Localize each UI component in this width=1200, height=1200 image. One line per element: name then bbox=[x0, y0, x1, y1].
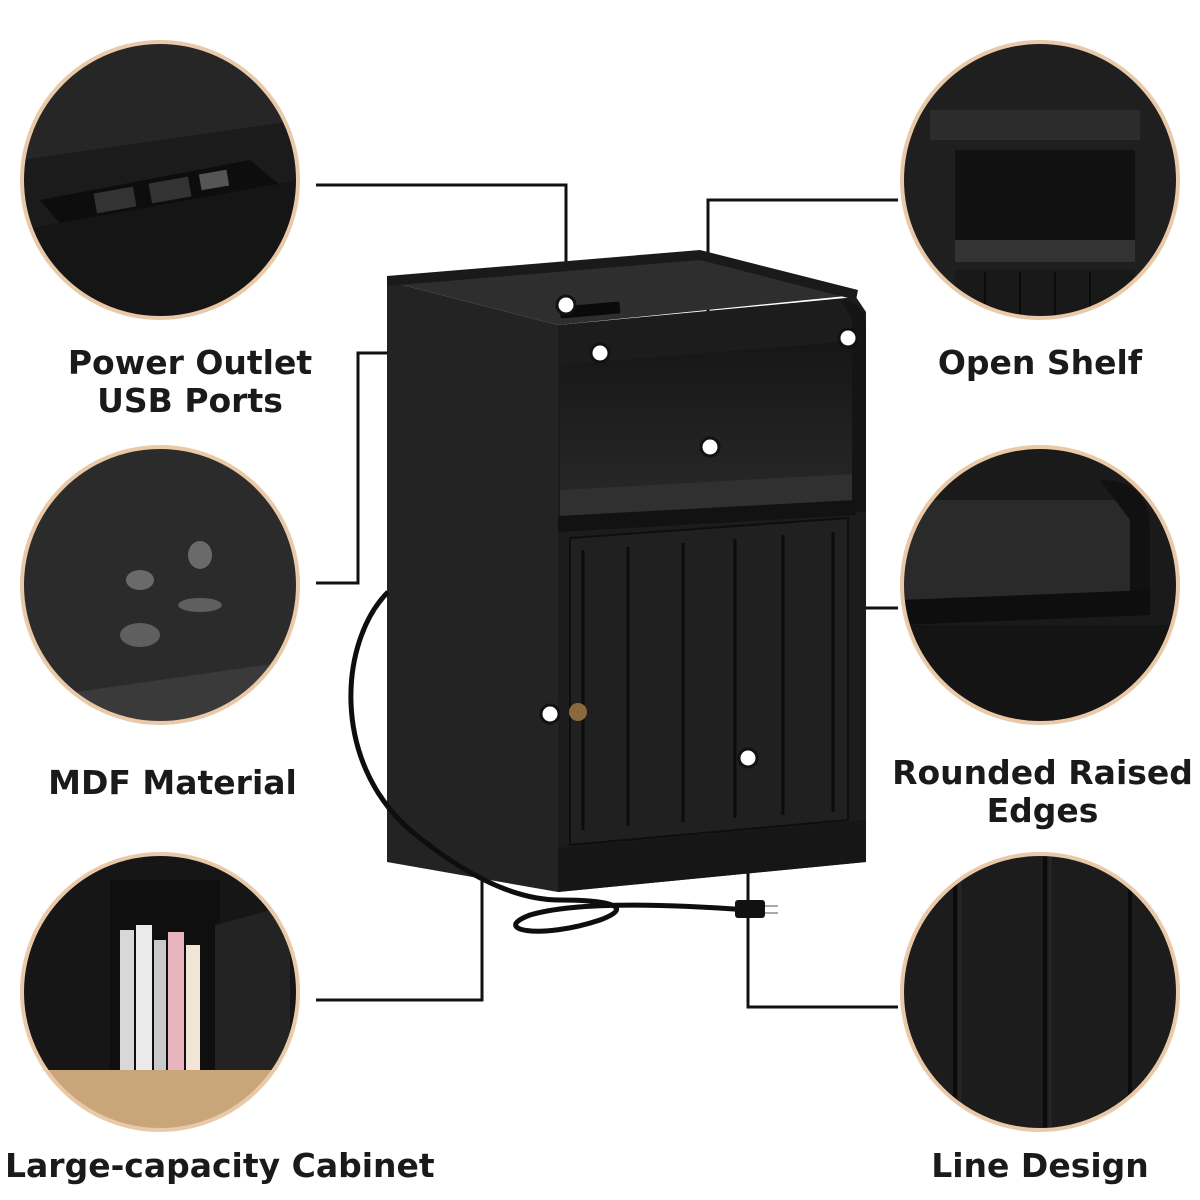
label-open-shelf-text: Open Shelf bbox=[937, 343, 1143, 382]
nightstand bbox=[348, 250, 866, 934]
label-power-outlet-usb-ports: Power Outlet USB Ports bbox=[20, 344, 360, 420]
label-mdf-material: MDF Material bbox=[0, 764, 345, 802]
label-mdf-text: MDF Material bbox=[48, 763, 297, 802]
callout-markers bbox=[539, 294, 859, 769]
marker-open-shelf bbox=[699, 436, 721, 458]
label-large-capacity-cabinet: Large-capacity Cabinet bbox=[5, 1146, 435, 1185]
detail-circle-cabinet bbox=[20, 852, 300, 1132]
marker-line-design bbox=[737, 747, 759, 769]
detail-circle-rounded-edges bbox=[900, 445, 1180, 725]
label-power-line1: Power Outlet bbox=[67, 343, 313, 382]
power-cord bbox=[348, 590, 749, 934]
label-cabinet-text: Large-capacity Cabinet bbox=[5, 1146, 435, 1185]
label-rounded-line2: Edges bbox=[986, 791, 1099, 830]
label-line-design: Line Design bbox=[905, 1147, 1175, 1185]
cabinet-door bbox=[569, 516, 849, 847]
marker-mdf bbox=[589, 342, 611, 364]
detail-circle-power-outlet bbox=[20, 40, 300, 320]
label-power-line2: USB Ports bbox=[97, 381, 283, 420]
door-knob bbox=[569, 703, 587, 721]
label-rounded-raised-edges: Rounded Raised Edges bbox=[890, 754, 1195, 830]
label-open-shelf: Open Shelf bbox=[900, 344, 1180, 382]
detail-circle-line-design bbox=[900, 852, 1180, 1132]
marker-power bbox=[555, 294, 577, 316]
marker-cabinet bbox=[539, 703, 561, 725]
detail-circle-open-shelf bbox=[900, 40, 1180, 320]
label-line-design-text: Line Design bbox=[931, 1146, 1149, 1185]
label-rounded-line1: Rounded Raised bbox=[892, 753, 1193, 792]
marker-rounded bbox=[837, 327, 859, 349]
detail-circle-mdf bbox=[20, 445, 300, 725]
